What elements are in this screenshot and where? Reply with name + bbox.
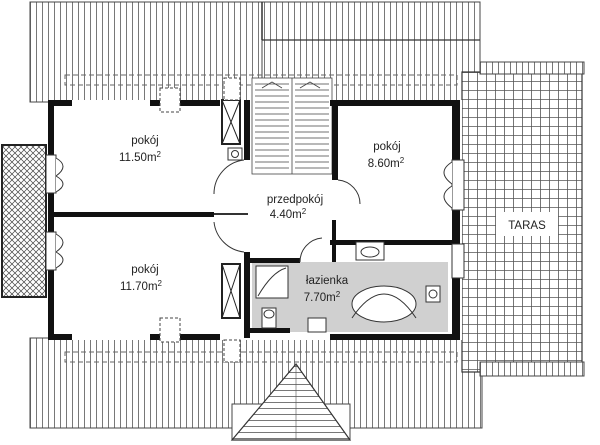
room-label-hall: przedpokój 4.40m2 [267, 194, 323, 221]
left-balcony [1, 144, 47, 298]
staircase [251, 77, 333, 175]
doors [213, 159, 361, 263]
terrace-label: TARAS [508, 220, 546, 232]
walls [48, 100, 460, 340]
bathroom-fixtures [227, 147, 441, 333]
room-label-3: pokój 11.70m2 [120, 264, 163, 293]
room-label-2: pokój 8.60m2 [368, 141, 405, 170]
windows [45, 154, 465, 279]
room-name: pokój [373, 141, 401, 153]
room-area: 7.70m2 [304, 290, 341, 305]
room-name: przedpokój [267, 194, 323, 206]
room-name: pokój [131, 264, 159, 276]
room-area: 8.60m2 [368, 156, 405, 171]
room-area: 11.70m2 [120, 279, 163, 294]
chimney-columns [221, 99, 241, 319]
room-name: pokój [131, 135, 159, 147]
room-area: 4.40m2 [270, 207, 307, 222]
skylights [159, 77, 241, 363]
dormer-gable [230, 363, 352, 441]
room-label-1: pokój 11.50m2 [119, 135, 162, 164]
terrace: TARAS [461, 61, 585, 377]
room-area: 11.50m2 [119, 150, 162, 165]
room-name: łazienka [306, 275, 349, 287]
room-label-bathroom: łazienka 7.70m2 [304, 275, 349, 304]
